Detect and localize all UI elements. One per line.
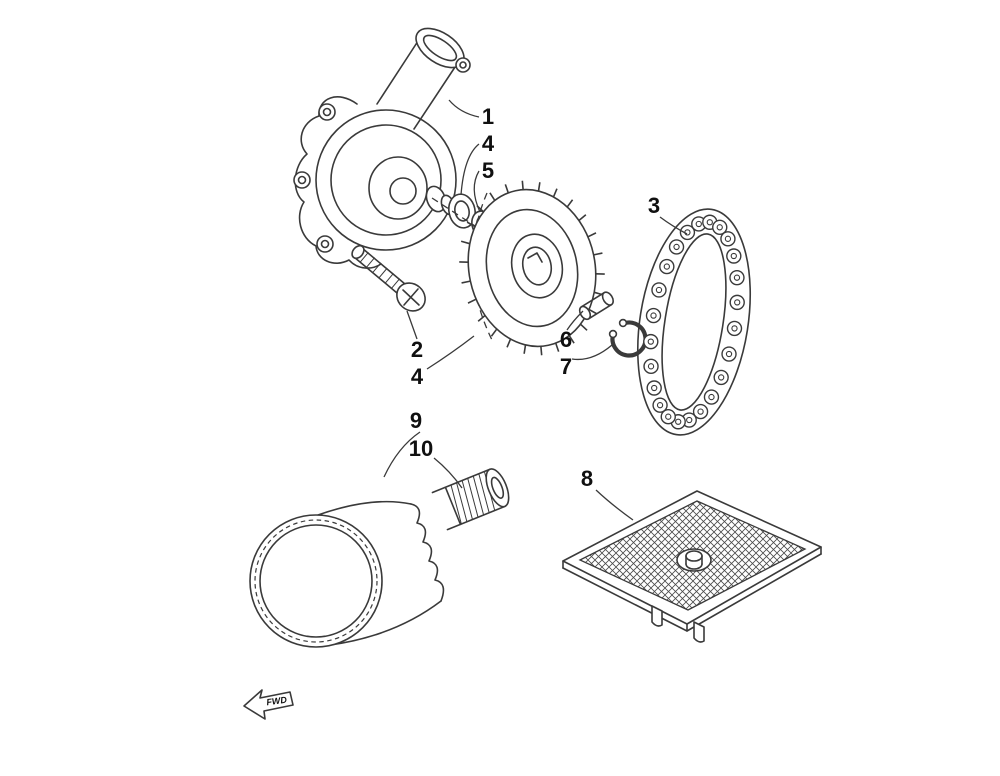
strainer-grommet — [676, 548, 712, 572]
sprocket-hub — [510, 233, 564, 299]
fwd-label: FWD — [266, 695, 288, 708]
fwd-arrow: FWD — [243, 689, 294, 720]
drive-chain — [636, 208, 752, 436]
fwd-arrow-shape — [243, 689, 294, 720]
water-pump-assembly — [293, 27, 471, 269]
callout-10: 10 — [409, 436, 433, 461]
callout-8: 8 — [581, 466, 593, 491]
oil-filter — [249, 500, 445, 648]
leader-7 — [571, 344, 613, 361]
callout-3: 3 — [648, 193, 660, 218]
flange-bolt-hole — [318, 103, 336, 121]
leader-3 — [659, 216, 688, 235]
chain-rollers — [643, 214, 745, 430]
oil-strainer-screen — [562, 490, 822, 643]
flange-bolt-hole — [316, 235, 334, 253]
bolt-threads — [359, 251, 401, 290]
callout-4-upper: 4 — [482, 131, 495, 156]
callout-6: 6 — [560, 327, 572, 352]
callouts: 1 4 5 3 2 4 6 7 9 10 8 — [409, 104, 660, 491]
sprocket-teeth — [459, 180, 605, 356]
leader-lines — [383, 99, 688, 521]
strainer-foot — [693, 621, 705, 643]
filter-knurled-edge — [410, 503, 445, 602]
dowel-pin — [578, 291, 614, 321]
callout-4-lower: 4 — [411, 364, 424, 389]
leader-4-upper — [460, 143, 480, 196]
leader-10 — [433, 457, 463, 489]
leader-9 — [383, 431, 421, 478]
washer — [448, 193, 476, 229]
leader-2 — [406, 310, 418, 340]
leader-5 — [473, 170, 481, 213]
inlet-tube — [376, 37, 421, 105]
leader-8 — [595, 489, 634, 521]
strainer-foot — [651, 605, 663, 627]
flange-bolt-hole — [293, 171, 311, 189]
mounting-bolt — [351, 244, 426, 312]
filter-union-fitting — [431, 468, 510, 531]
pump-body — [315, 109, 457, 251]
callout-5: 5 — [482, 158, 494, 183]
pump-sprocket — [459, 180, 605, 356]
filter-end-face — [249, 514, 383, 648]
callout-9: 9 — [410, 408, 422, 433]
callout-2: 2 — [411, 337, 423, 362]
inlet-boss — [455, 57, 471, 73]
callout-7: 7 — [560, 354, 572, 379]
callout-1: 1 — [482, 104, 494, 129]
assembly-axis — [431, 197, 513, 251]
leader-1 — [448, 99, 480, 118]
leader-4-lower — [426, 335, 475, 370]
leader-6 — [566, 310, 584, 331]
snap-ring — [608, 318, 648, 358]
